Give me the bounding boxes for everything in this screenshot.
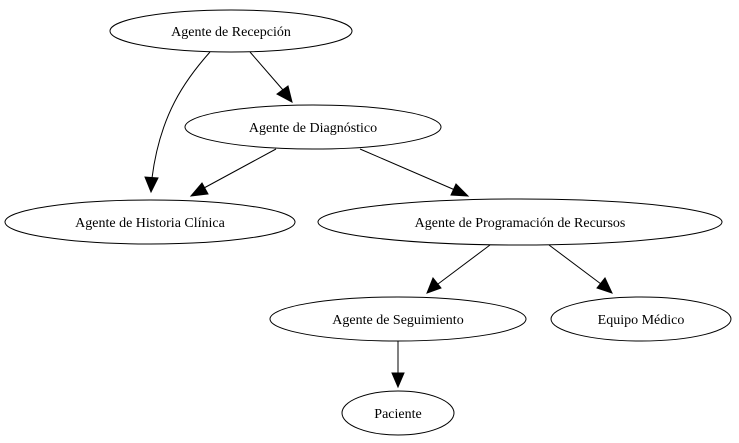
- edge-seguimiento-paciente: [391, 341, 405, 389]
- node-agente-de-recepcion[interactable]: Agente de Recepción: [109, 9, 353, 53]
- edge-programacion-equipo: [548, 244, 613, 294]
- node-agente-de-historia-clinica[interactable]: Agente de Historia Clínica: [4, 199, 296, 245]
- node-equipo-medico[interactable]: Equipo Médico: [550, 296, 732, 342]
- node-label: Agente de Diagnóstico: [249, 121, 377, 136]
- node-label: Paciente: [374, 407, 421, 422]
- node-paciente[interactable]: Paciente: [341, 390, 455, 436]
- node-label: Agente de Recepción: [171, 25, 291, 40]
- node-label: Agente de Programación de Recursos: [415, 216, 626, 231]
- node-label: Agente de Seguimiento: [332, 313, 463, 328]
- edges: [144, 51, 613, 389]
- nodes: Agente de Recepción Agente de Diagnóstic…: [4, 9, 732, 436]
- edge-diagnostico-programacion: [359, 148, 470, 197]
- edge-recepcion-historia: [144, 51, 211, 194]
- edge-programacion-seguimiento: [426, 244, 491, 294]
- node-agente-de-programacion-de-recursos[interactable]: Agente de Programación de Recursos: [317, 198, 723, 246]
- edge-recepcion-diagnostico: [249, 51, 293, 103]
- node-label: Agente de Historia Clínica: [75, 216, 225, 231]
- edge-diagnostico-historia: [189, 148, 277, 197]
- node-agente-de-seguimiento[interactable]: Agente de Seguimiento: [269, 296, 527, 342]
- node-label: Equipo Médico: [598, 313, 685, 328]
- node-agente-de-diagnostico[interactable]: Agente de Diagnóstico: [184, 104, 442, 150]
